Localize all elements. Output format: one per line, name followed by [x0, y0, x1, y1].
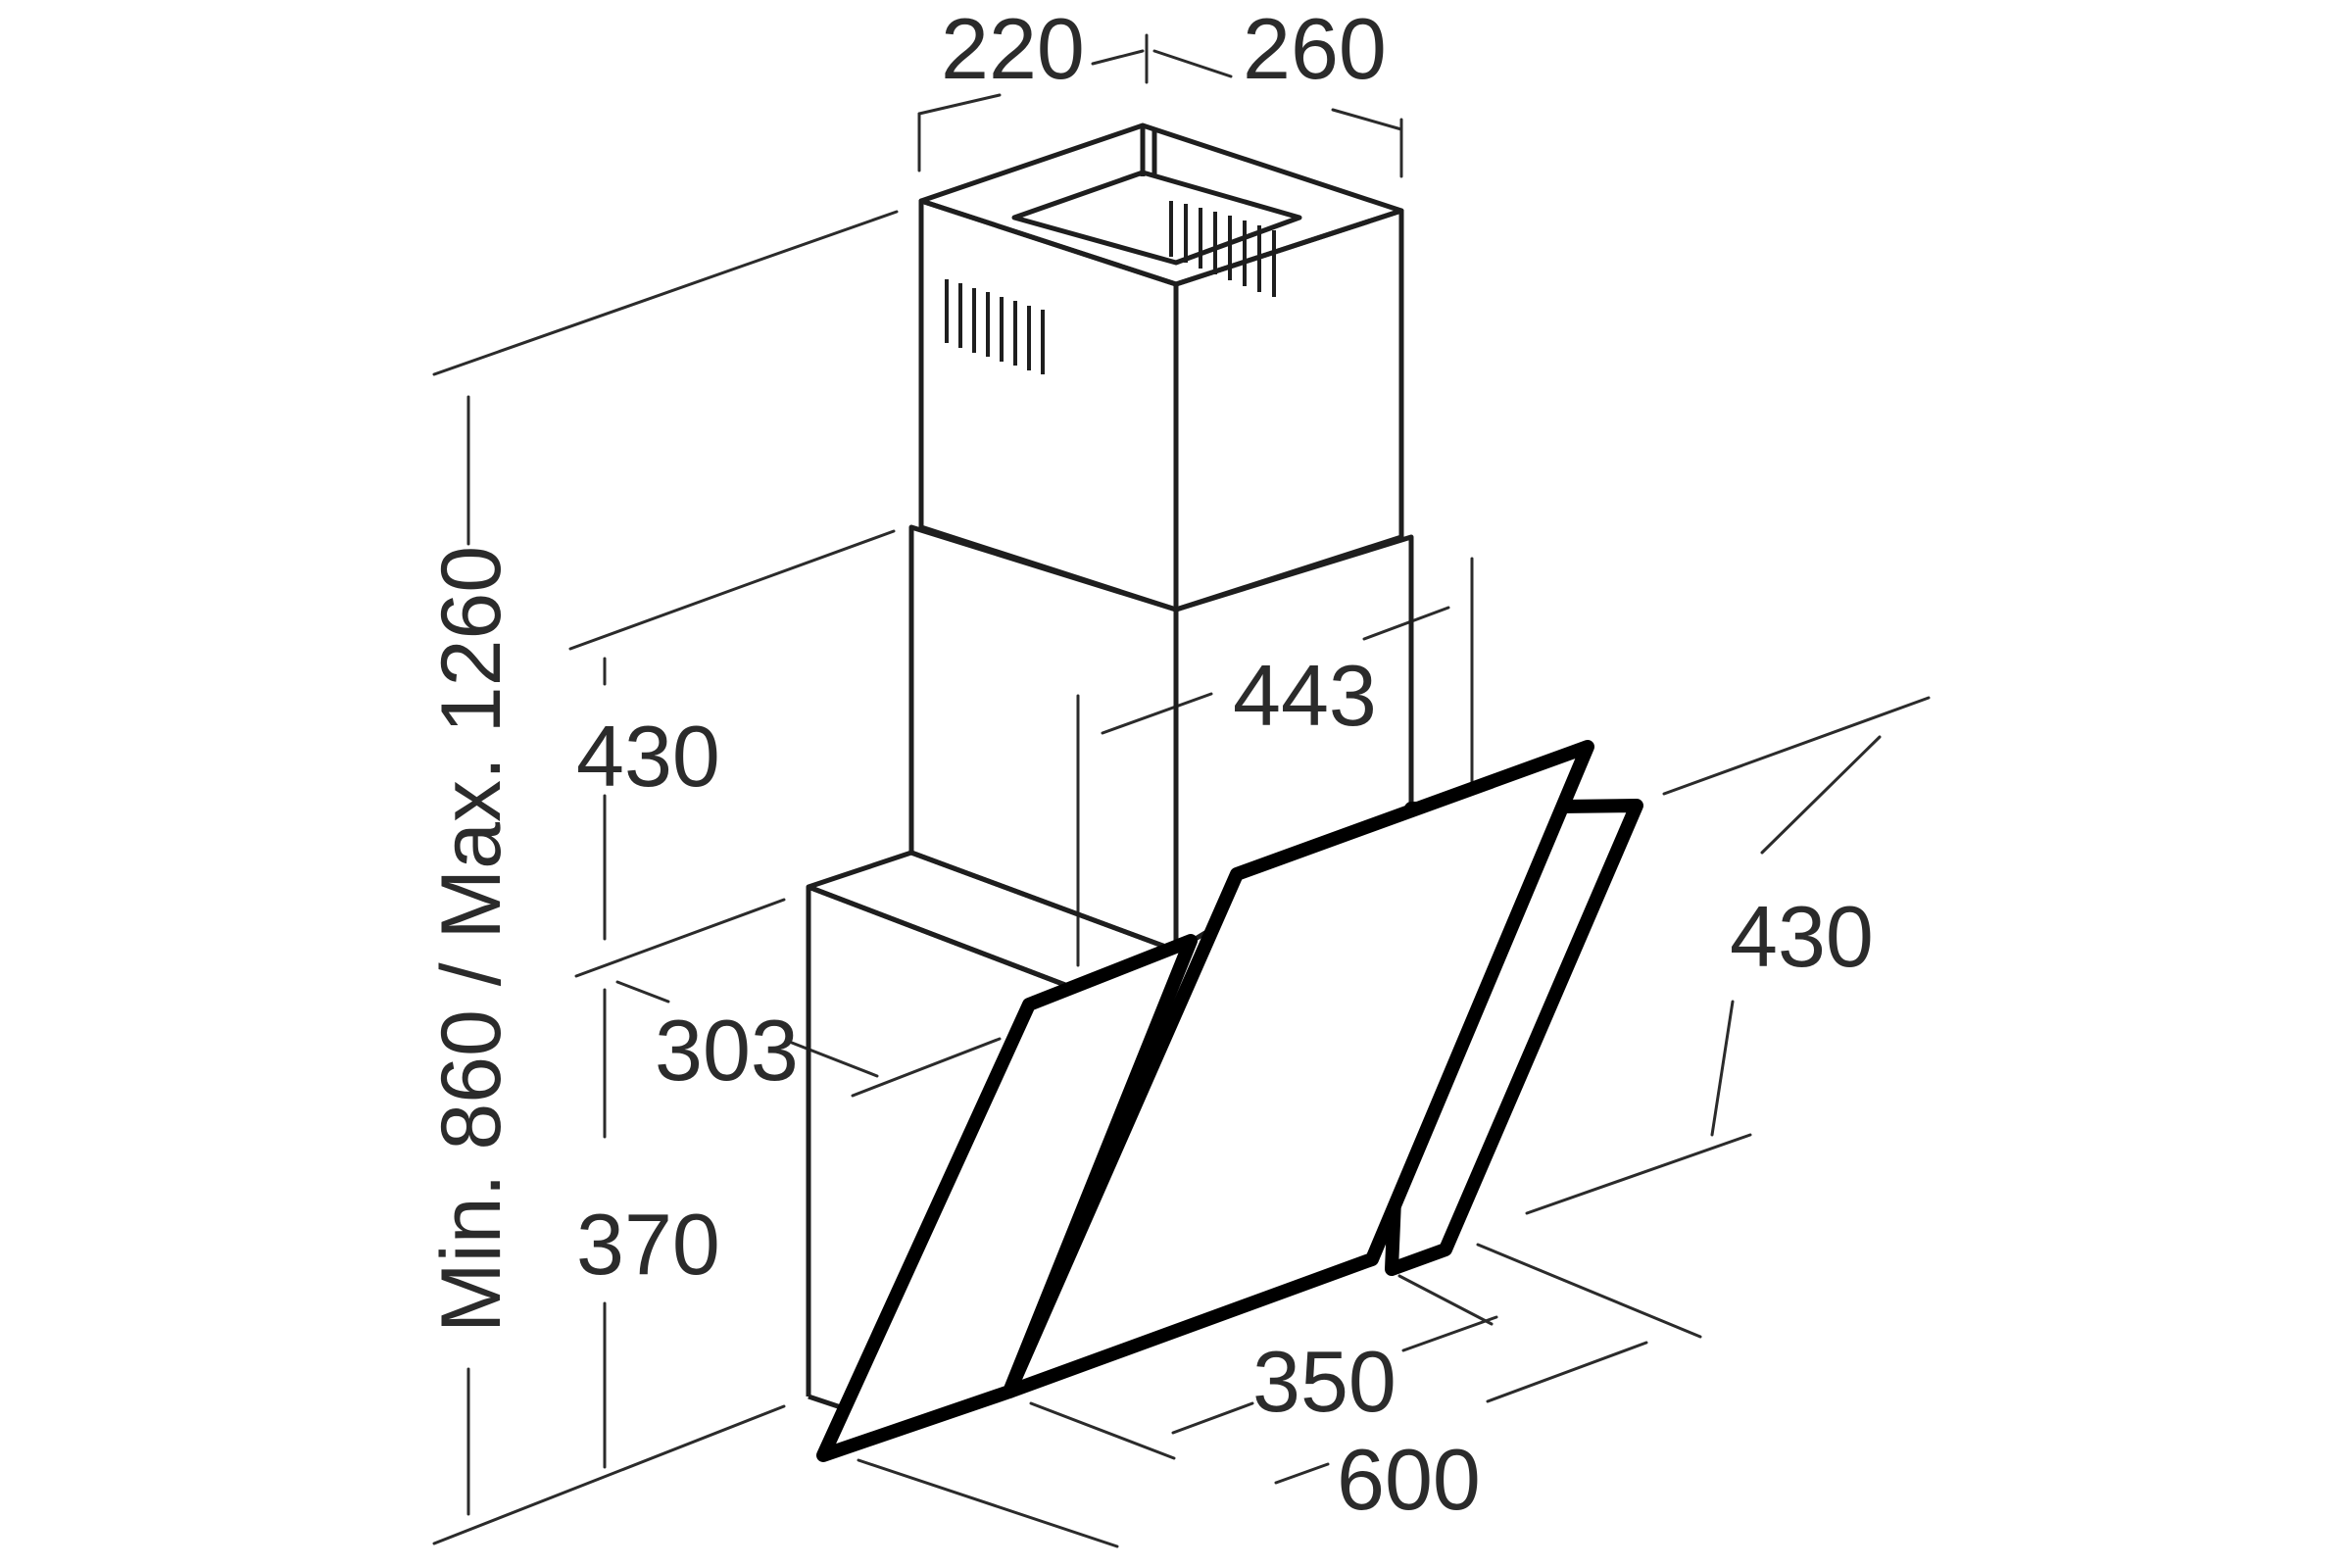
label-220: 220 [941, 0, 1085, 97]
label-total-height: Min. 860 / Max. 1260 [424, 546, 518, 1333]
label-443: 443 [1233, 647, 1377, 744]
label-260: 260 [1243, 0, 1387, 97]
label-303: 303 [655, 1002, 799, 1099]
glass-panels [816, 740, 1643, 1462]
vent-slots-right [1169, 201, 1276, 297]
dimension-lines [432, 33, 1931, 1548]
label-370: 370 [576, 1196, 720, 1293]
label-350: 350 [1252, 1333, 1396, 1430]
label-600: 600 [1337, 1431, 1481, 1528]
vent-slots-left [945, 279, 1045, 374]
label-430-upper: 430 [576, 708, 720, 805]
label-430-glass: 430 [1730, 888, 1874, 985]
dimension-labels: 220 260 Min. 860 / Max. 1260 430 443 303… [424, 0, 1874, 1528]
upper-chimney [918, 122, 1404, 612]
